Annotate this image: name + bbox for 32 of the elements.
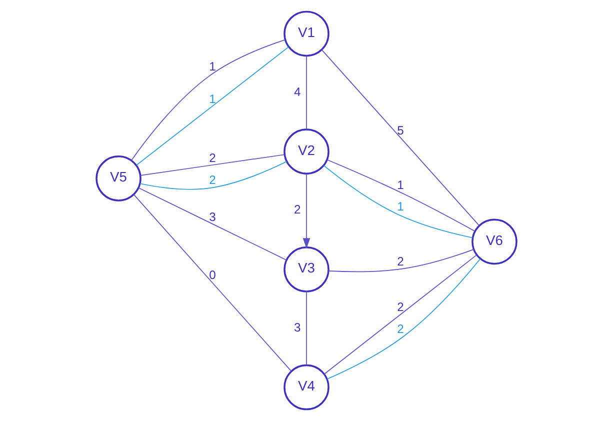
connector: [140, 154, 285, 176]
node-circle: V4: [284, 364, 330, 410]
edge-label: 4: [294, 84, 301, 99]
edge-label: 2: [397, 300, 404, 314]
node-circle: V5: [96, 156, 142, 202]
connector: [322, 50, 480, 226]
edge-label: 1: [209, 92, 216, 106]
node-circle: V6: [472, 218, 518, 265]
edge-label: 0: [209, 268, 216, 282]
connector: [306, 55, 307, 130]
connector: [328, 249, 474, 272]
connector: [306, 291, 307, 366]
node-circle: V1: [284, 10, 330, 57]
node-circle: V3: [284, 246, 330, 292]
connector: [133, 194, 292, 372]
edge-label: 3: [294, 320, 301, 335]
edge-label: 2: [209, 151, 216, 166]
connector: [140, 161, 288, 190]
connector: [323, 165, 473, 238]
edge-label: 2: [397, 322, 404, 336]
edge-label: 2: [397, 254, 404, 268]
node-circle: V2: [284, 128, 330, 174]
edge-label: 1: [209, 59, 216, 74]
edge-label: 1: [397, 200, 404, 214]
edge-label: 1: [397, 178, 404, 192]
edge-label: 2: [294, 202, 301, 217]
arrow: [302, 173, 310, 249]
edge-label: 5: [397, 123, 404, 138]
connector: [326, 159, 476, 232]
edge-label: 3: [209, 210, 216, 224]
edge-label: 2: [209, 172, 216, 187]
connector: [138, 187, 287, 261]
